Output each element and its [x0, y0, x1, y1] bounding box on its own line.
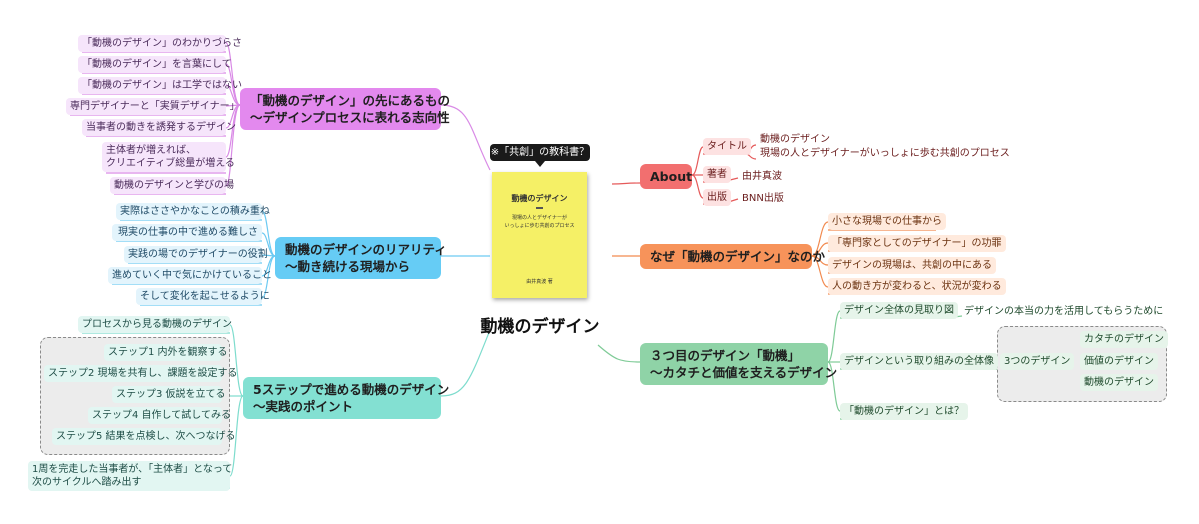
green-item-three-designs[interactable]: 3つのデザイン — [1000, 353, 1075, 370]
teal-branch-topic[interactable]: 5ステップで進める動機のデザイン 〜実践のポイント — [243, 377, 450, 419]
about-label-publisher[interactable]: 出版 — [703, 189, 731, 206]
callout-pointer — [535, 161, 545, 167]
book-cover-author: 由井真波 著 — [526, 279, 553, 285]
about-publisher-value: BNN出版 — [742, 193, 784, 204]
teal-item-cycle-line-2: 次のサイクルへ踏み出す — [32, 477, 142, 488]
book-cover-image: 動機のデザイン 現場の人とデザイナーが いっしょに歩む共創のプロセス 由井真波 … — [492, 172, 587, 298]
green-item-whole[interactable]: デザインという取り組みの全体像 — [840, 353, 998, 370]
orange-item-3[interactable]: デザインの現場は、共創の中にある — [828, 257, 996, 274]
purple-item-5[interactable]: 当事者の動きを誘発するデザイン — [82, 119, 236, 136]
green-item-overview-sub: デザインの本当の力を活用してもらうために — [964, 306, 1164, 317]
book-cover-title: 動機のデザイン — [511, 194, 568, 203]
teal-item-cycle-line-1: 1周を完走した当事者が、「主体者」となって — [32, 464, 233, 475]
step-5[interactable]: ステップ5 結果を点検し、次へつなげる — [52, 428, 236, 445]
about-title-value-2: 現場の人とデザイナーがいっしょに歩む共創のプロセス — [760, 148, 1010, 159]
orange-item-1[interactable]: 小さな現場での仕事から — [828, 213, 946, 230]
green-item-what-is[interactable]: 「動機のデザイン」とは？ — [840, 403, 968, 420]
green-item-form-design[interactable]: カタチのデザイン — [1080, 331, 1168, 348]
blue-item-4[interactable]: 進めていく中で気にかけていること — [108, 267, 272, 284]
purple-item-6-line-1: 主体者が増えれば、 — [106, 145, 196, 156]
book-cover-mark — [536, 207, 543, 209]
about-author-value: 由井真波 — [742, 171, 782, 182]
book-cover-subtitle-1: 現場の人とデザイナーが — [512, 215, 567, 221]
step-1[interactable]: ステップ1 内外を観察する — [104, 344, 228, 361]
purple-item-7[interactable]: 動機のデザインと学びの場 — [110, 177, 234, 194]
about-label-author[interactable]: 著者 — [703, 166, 731, 183]
purple-topic-line-2: 〜デザインプロセスに表れる志向性 — [250, 110, 450, 125]
callout-label: ※「共創」の教科書？ — [490, 144, 590, 161]
step-2[interactable]: ステップ2 現場を共有し、課題を設定する — [44, 365, 238, 382]
blue-topic-line-1: 動機のデザインのリアリティ — [285, 242, 447, 257]
green-item-value-design[interactable]: 価値のデザイン — [1080, 353, 1158, 370]
purple-item-6[interactable]: 主体者が増えれば、 クリエイティブ総量が増える — [102, 142, 235, 172]
purple-item-4[interactable]: 専門デザイナーと「実質デザイナー」 — [66, 98, 240, 115]
step-4[interactable]: ステップ4 自作して試してみる — [88, 407, 231, 424]
teal-topic-line-2: 〜実践のポイント — [253, 399, 354, 414]
purple-topic-line-1: 「動機のデザイン」の先にあるもの — [250, 93, 451, 108]
orange-item-4[interactable]: 人の動き方が変わると、状況が変わる — [828, 278, 1006, 295]
green-topic-line-1: ３つ目のデザイン「動機」 — [650, 348, 801, 363]
purple-item-3[interactable]: 「動機のデザイン」は工学ではない — [78, 77, 242, 94]
blue-item-1[interactable]: 実際はささやかなことの積み重ね — [116, 203, 270, 220]
teal-topic-line-1: 5ステップで進める動機のデザイン — [253, 382, 450, 397]
about-title-value-1: 動機のデザイン — [760, 134, 830, 145]
blue-branch-topic[interactable]: 動機のデザインのリアリティ 〜動き続ける現場から — [275, 237, 447, 279]
central-topic: 動機のデザイン — [480, 317, 600, 337]
teal-item-1[interactable]: プロセスから見る動機のデザイン — [78, 316, 232, 333]
orange-item-2[interactable]: 「専門家としてのデザイナー」の功罪 — [828, 235, 1006, 252]
purple-branch-topic[interactable]: 「動機のデザイン」の先にあるもの 〜デザインプロセスに表れる志向性 — [240, 88, 451, 130]
purple-item-2[interactable]: 「動機のデザイン」を言葉にして — [78, 56, 232, 73]
book-cover-subtitle-2: いっしょに歩む共創のプロセス — [504, 223, 575, 229]
green-branch-topic[interactable]: ３つ目のデザイン「動機」 〜カタチと価値を支えるデザイン — [640, 343, 838, 385]
green-item-overview[interactable]: デザイン全体の見取り図 — [840, 302, 958, 319]
blue-topic-line-2: 〜動き続ける現場から — [285, 259, 411, 274]
green-topic-line-2: 〜カタチと価値を支えるデザイン — [650, 365, 838, 380]
blue-connectors — [112, 210, 490, 306]
orange-branch-topic[interactable]: なぜ「動機のデザイン」なのか — [640, 244, 825, 269]
about-label-title[interactable]: タイトル — [703, 138, 751, 155]
purple-item-1[interactable]: 「動機のデザイン」のわかりづらさ — [78, 35, 242, 52]
purple-item-6-line-2: クリエイティブ総量が増える — [106, 158, 235, 169]
blue-item-3[interactable]: 実践の場でのデザイナーの役割 — [124, 246, 268, 263]
blue-item-2[interactable]: 現実の仕事の中で進める難しさ — [112, 224, 262, 241]
blue-item-5[interactable]: そして変化を起こせるように — [136, 288, 270, 305]
about-branch-topic[interactable]: About — [640, 164, 692, 189]
teal-item-cycle[interactable]: 1周を完走した当事者が、「主体者」となって 次のサイクルへ踏み出す — [28, 461, 233, 491]
purple-connectors — [70, 42, 491, 195]
step-3[interactable]: ステップ3 仮説を立てる — [112, 386, 226, 403]
green-item-motive-design[interactable]: 動機のデザイン — [1080, 374, 1158, 391]
